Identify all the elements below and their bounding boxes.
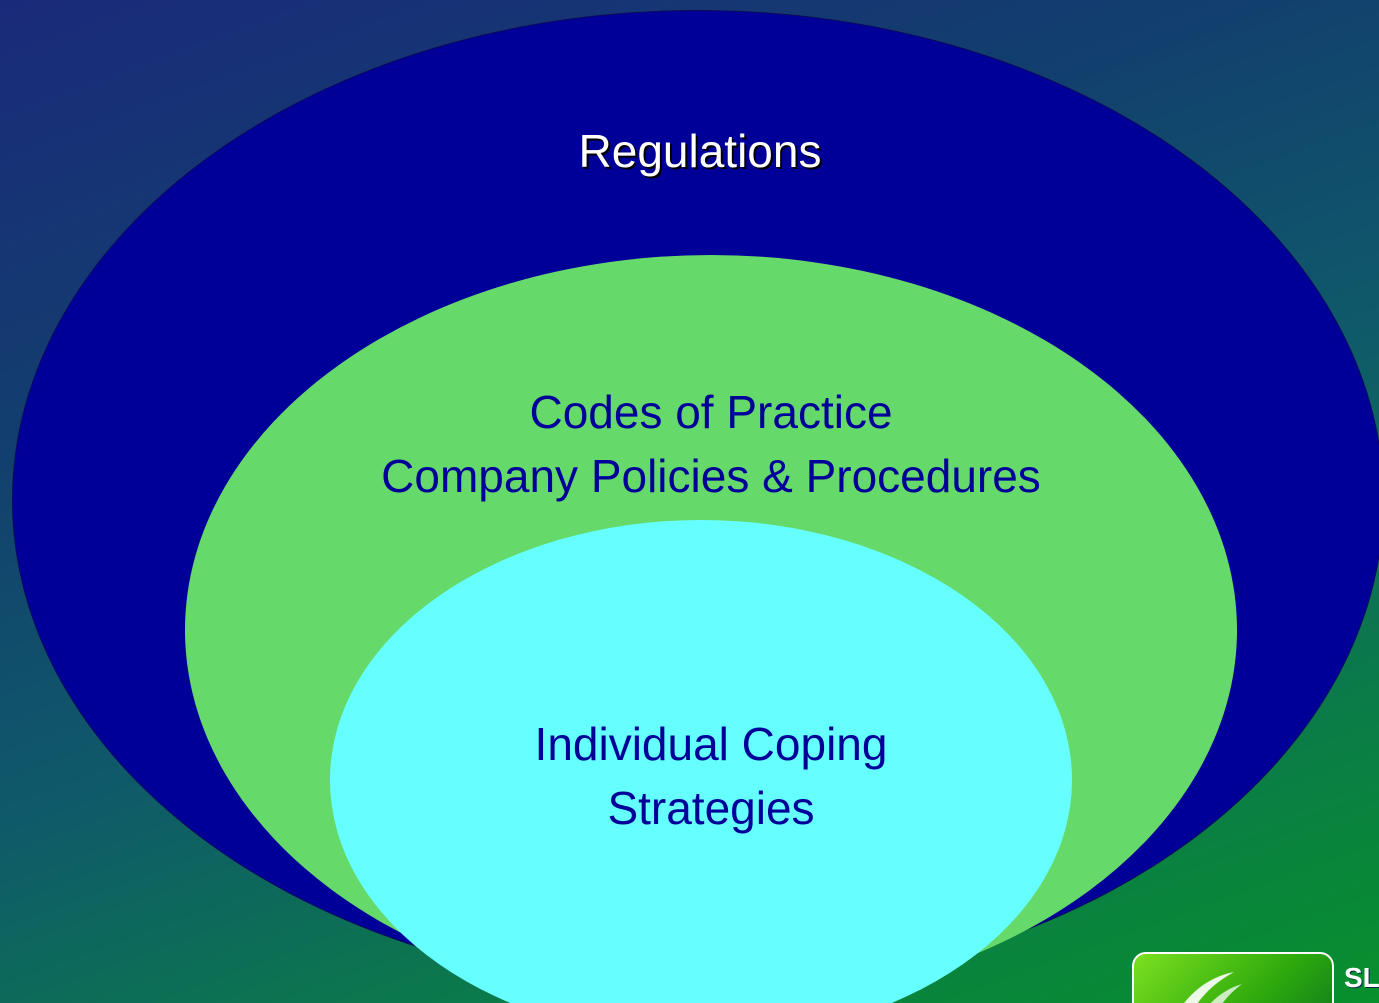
codes-policies-label: Codes of Practice Company Policies & Pro… xyxy=(185,380,1237,508)
strategies-line: Strategies xyxy=(607,782,815,834)
company-policies-line: Company Policies & Procedures xyxy=(381,450,1041,502)
coping-strategies-ellipse xyxy=(330,520,1072,1003)
coping-strategies-label: Individual Coping Strategies xyxy=(330,712,1092,840)
swoosh-icon xyxy=(1184,972,1242,1003)
individual-coping-line: Individual Coping xyxy=(534,718,888,770)
codes-of-practice-line: Codes of Practice xyxy=(529,386,893,438)
logo xyxy=(1132,952,1334,1003)
logo-text: SL xyxy=(1344,962,1379,993)
regulations-label: Regulations xyxy=(578,125,822,177)
